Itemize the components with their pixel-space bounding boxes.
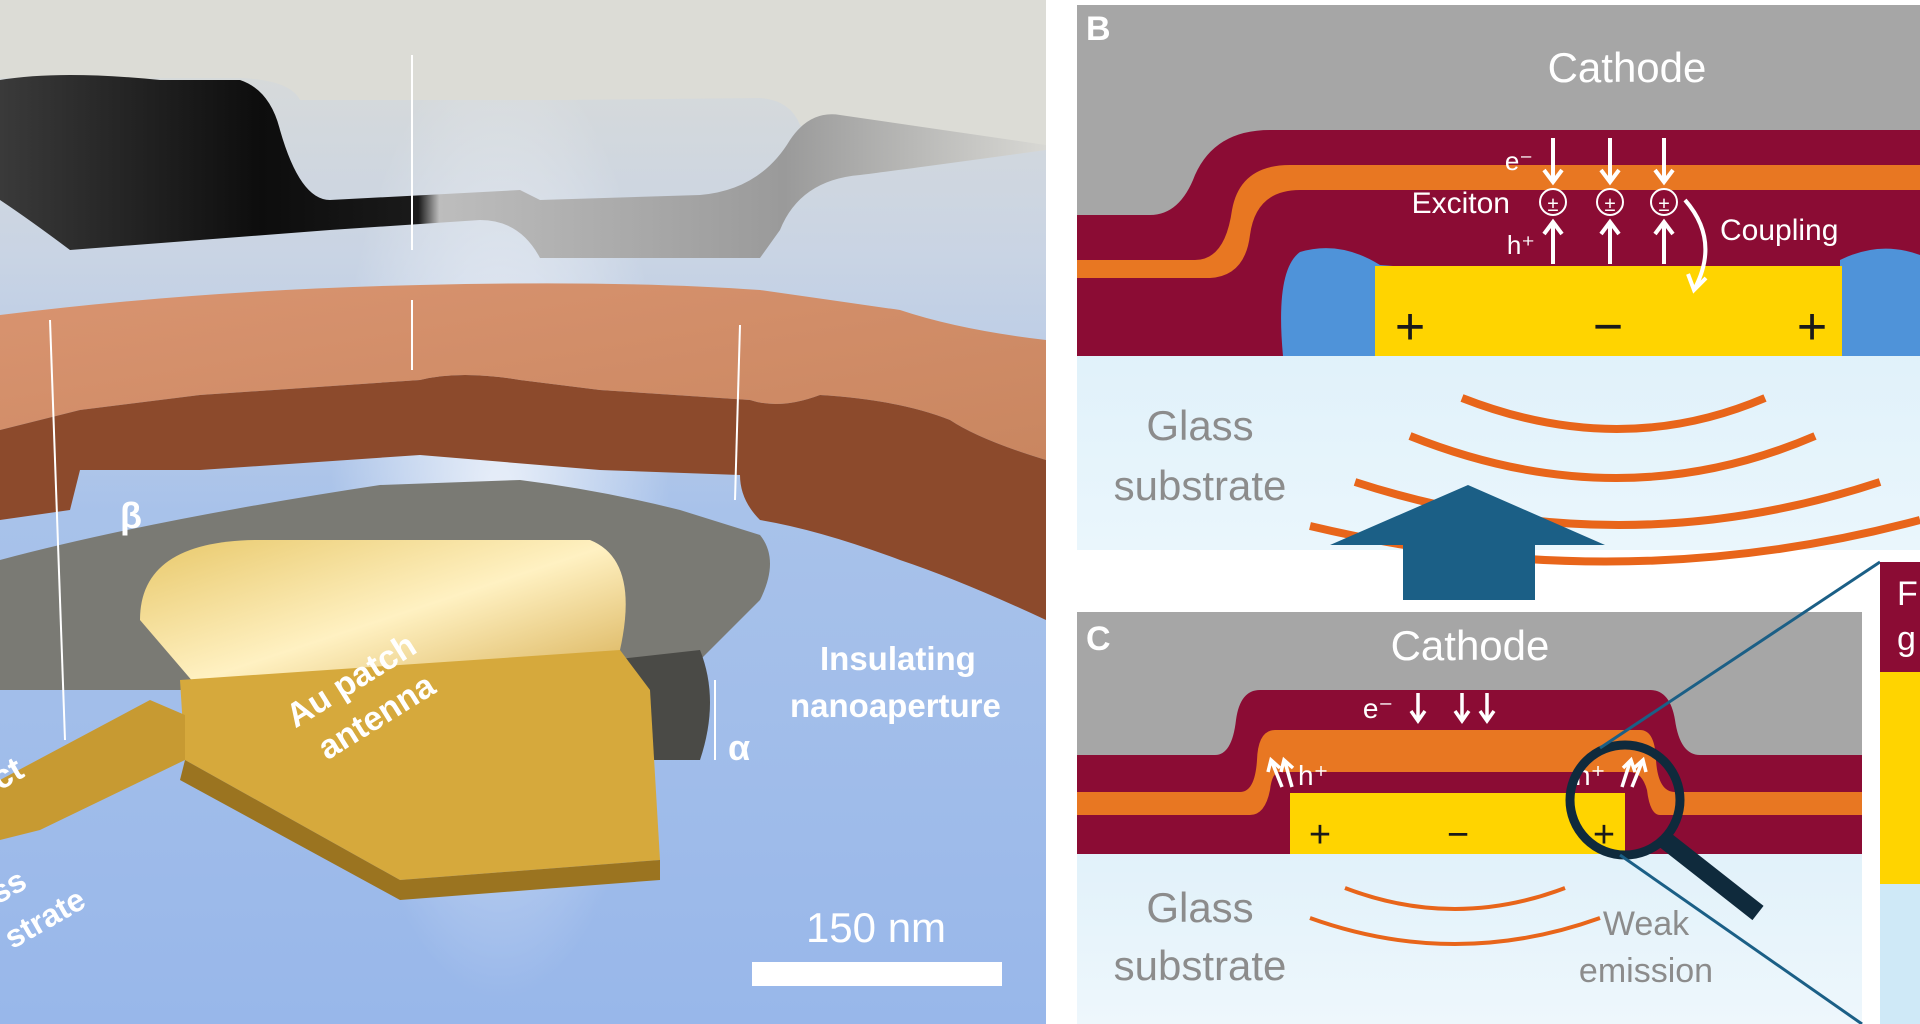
panel-b: B Cathode + − + e⁻ Exciton h⁺ Coupling ±… (1077, 5, 1920, 600)
organic-layer-top (0, 283, 1046, 460)
insulating-label-line1: Insulating (820, 640, 976, 677)
inset-fragment-1: F (1897, 575, 1918, 613)
magnifier-icon (1565, 740, 1685, 860)
inset-fragment-2: g (1897, 620, 1916, 658)
panel-b-orange-layer (1077, 165, 1920, 278)
panel-b-minus: − (1593, 298, 1623, 356)
scale-bar (752, 962, 1002, 986)
panel-c-electron-arrows (1266, 693, 1648, 788)
inset-glass (1880, 884, 1920, 1024)
panel-b-plus-left: + (1395, 298, 1425, 356)
insulating-label-line2: nanoaperture (790, 687, 1001, 724)
panel-b-letter: B (1086, 10, 1111, 48)
panel-c-emission-waves (1309, 886, 1601, 946)
exciton-glyph: ± (1605, 194, 1616, 216)
panel-b-exciton-label: Exciton (1412, 187, 1510, 220)
exciton-icon (1596, 188, 1624, 216)
inset-panel: F g (1880, 562, 1920, 1024)
panel-c-minus: − (1447, 814, 1469, 856)
guide-line (734, 324, 741, 501)
panel-c-cathode-label: Cathode (1391, 622, 1550, 669)
panel-b-electron-label: e⁻ (1505, 146, 1533, 176)
exciton-glyph: ± (1659, 194, 1670, 216)
organic-layer-side (0, 375, 1046, 620)
cathode-top-face (0, 0, 1046, 146)
inset-maroon (1880, 562, 1920, 672)
magnifier-handle (1659, 832, 1764, 921)
panel-c-letter: C (1086, 620, 1111, 658)
panel-b-insulator-right (1840, 248, 1920, 356)
cathode-layer (0, 75, 1046, 258)
beta-label: β (120, 495, 142, 536)
panel-a: β α Au patch antenna Insulating nanoaper… (0, 0, 1046, 1024)
panel-c-weak-label-line1: Weak (1603, 905, 1690, 943)
panel-c-plus-left: + (1309, 814, 1331, 856)
panel-c-weak-label-line2: emission (1579, 952, 1713, 990)
inset-gold (1880, 672, 1920, 884)
panel-b-cathode-label: Cathode (1548, 44, 1707, 91)
panel-b-coupling-label: Coupling (1720, 214, 1838, 247)
panel-b-gold-patch (1375, 266, 1842, 356)
panel-c-glass-label-line2: substrate (1114, 942, 1287, 989)
panel-b-excitons (1539, 188, 1678, 216)
panel-c-hole-left: h⁺ (1298, 760, 1328, 791)
panel-b-plus-right: + (1797, 298, 1827, 356)
panel-c-electron-label: e⁻ (1363, 693, 1393, 724)
zoom-line-bottom (1619, 853, 1863, 1024)
panel-c: C Cathode + − + e⁻ h⁺ h⁺ Glass substrate… (1077, 612, 1862, 1024)
panel-b-glass-label-line2: substrate (1114, 462, 1287, 509)
panel-b-charge-arrows (1542, 138, 1708, 294)
au-contact-strip (0, 700, 185, 840)
scale-bar-label: 150 nm (806, 904, 946, 951)
panel-b-hole-label: h⁺ (1507, 230, 1535, 260)
panel-b-glass-label-line1: Glass (1146, 402, 1253, 449)
zoom-line-top (1599, 560, 1881, 750)
exciton-icon (1650, 188, 1678, 216)
panel-b-emission-arrow (1330, 485, 1605, 600)
au-patch-body (180, 650, 660, 880)
guide-line (49, 319, 66, 741)
panel-c-orange-layer (1077, 730, 1862, 815)
exciton-glyph: ± (1548, 194, 1559, 216)
exciton-icon (1539, 188, 1567, 216)
panel-c-glass-label-line1: Glass (1146, 884, 1253, 931)
alpha-label: α (728, 727, 750, 768)
au-patch-edge (180, 760, 660, 900)
